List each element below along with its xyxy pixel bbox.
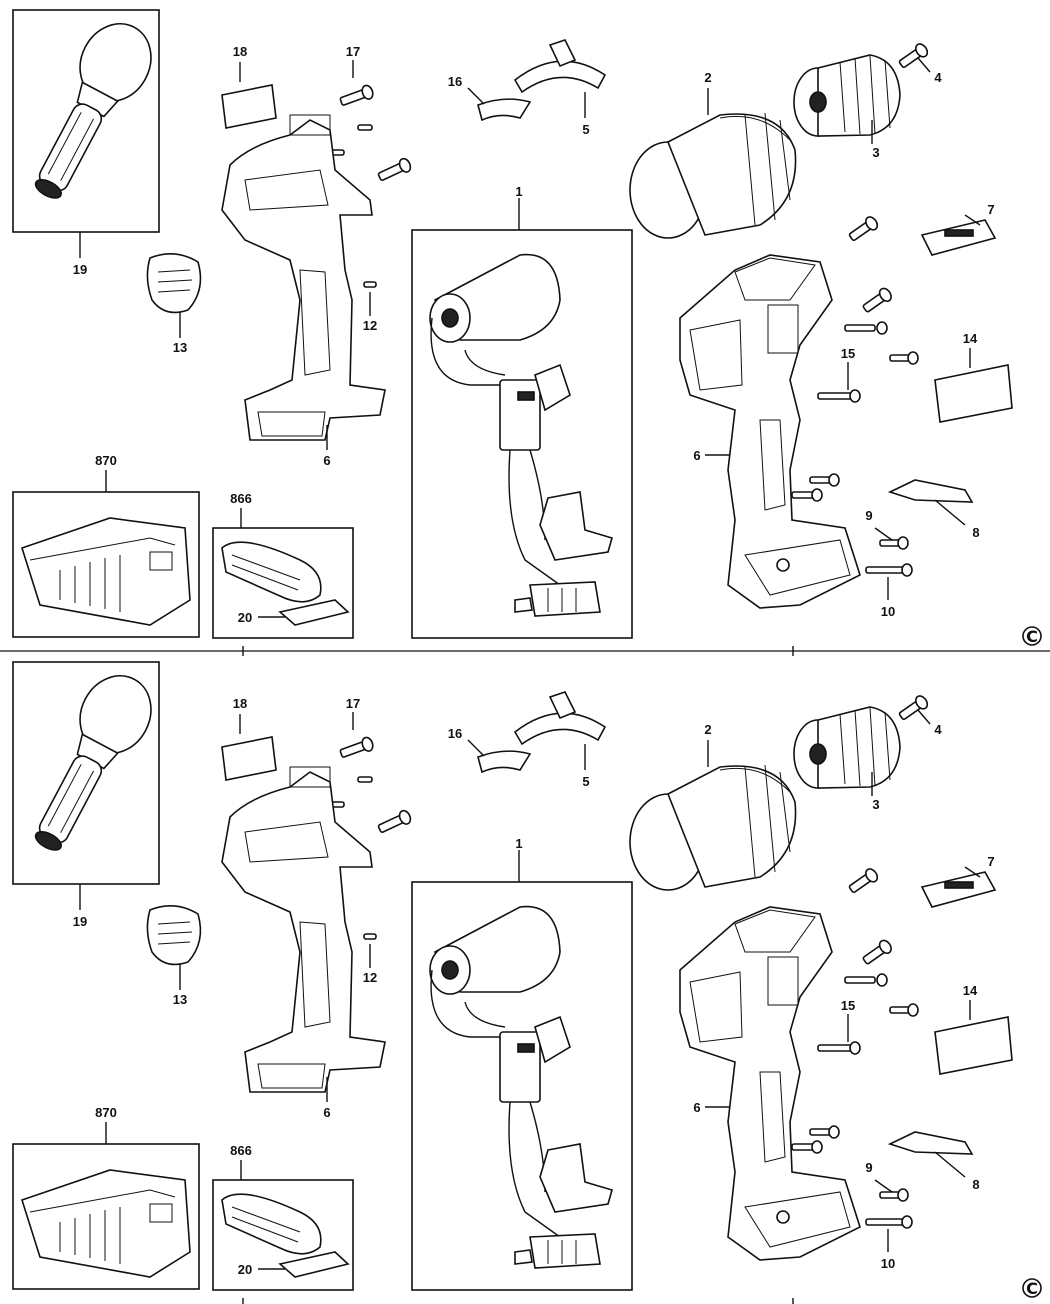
panel-bottom: 1 2 3 4 5 6 6 7 8 9 10 12 13 14 15 16 17… bbox=[12, 661, 1042, 1304]
copyright-icon bbox=[1022, 626, 1042, 646]
label-6-right: 6 bbox=[693, 1100, 700, 1115]
label-16: 16 bbox=[448, 74, 462, 89]
label-14: 14 bbox=[963, 983, 978, 998]
callout-labels: 1 2 3 4 5 6 6 7 8 9 10 12 13 14 15 16 17… bbox=[73, 696, 995, 1277]
label-19: 19 bbox=[73, 262, 87, 277]
label-7: 7 bbox=[987, 202, 994, 217]
label-870: 870 bbox=[95, 453, 117, 468]
label-6-left: 6 bbox=[323, 1105, 330, 1120]
label-20: 20 bbox=[238, 610, 252, 625]
label-12: 12 bbox=[363, 318, 377, 333]
copyright-mark: C bbox=[1026, 1279, 1038, 1298]
label-8: 8 bbox=[972, 525, 979, 540]
label-8: 8 bbox=[972, 1177, 979, 1192]
label-3: 3 bbox=[872, 145, 879, 160]
copyright-mark: C bbox=[1026, 627, 1038, 646]
label-2: 2 bbox=[704, 722, 711, 737]
label-4: 4 bbox=[934, 722, 942, 737]
label-12: 12 bbox=[363, 970, 377, 985]
label-6-left: 6 bbox=[323, 453, 330, 468]
label-866: 866 bbox=[230, 491, 252, 506]
label-9: 9 bbox=[865, 1160, 872, 1175]
label-6-right: 6 bbox=[693, 448, 700, 463]
label-14: 14 bbox=[963, 331, 978, 346]
label-10: 10 bbox=[881, 604, 895, 619]
label-7: 7 bbox=[987, 854, 994, 869]
panel-top: 1 2 3 4 5 6 6 7 8 9 10 12 13 14 15 16 17… bbox=[12, 9, 1042, 657]
label-20: 20 bbox=[238, 1262, 252, 1277]
label-18: 18 bbox=[233, 696, 247, 711]
label-9: 9 bbox=[865, 508, 872, 523]
label-16: 16 bbox=[448, 726, 462, 741]
label-5: 5 bbox=[582, 774, 589, 789]
label-1: 1 bbox=[515, 184, 522, 199]
label-866: 866 bbox=[230, 1143, 252, 1158]
label-1: 1 bbox=[515, 836, 522, 851]
callout-labels: 1 2 3 4 5 6 6 7 8 9 10 12 13 14 15 16 17… bbox=[73, 44, 995, 625]
label-5: 5 bbox=[582, 122, 589, 137]
label-2: 2 bbox=[704, 70, 711, 85]
label-13: 13 bbox=[173, 340, 187, 355]
label-4: 4 bbox=[934, 70, 942, 85]
copyright-icon bbox=[1022, 1278, 1042, 1298]
label-18: 18 bbox=[233, 44, 247, 59]
label-15: 15 bbox=[841, 346, 855, 361]
label-17: 17 bbox=[346, 696, 360, 711]
label-10: 10 bbox=[881, 1256, 895, 1271]
label-17: 17 bbox=[346, 44, 360, 59]
label-870: 870 bbox=[95, 1105, 117, 1120]
label-15: 15 bbox=[841, 998, 855, 1013]
label-3: 3 bbox=[872, 797, 879, 812]
label-19: 19 bbox=[73, 914, 87, 929]
label-13: 13 bbox=[173, 992, 187, 1007]
